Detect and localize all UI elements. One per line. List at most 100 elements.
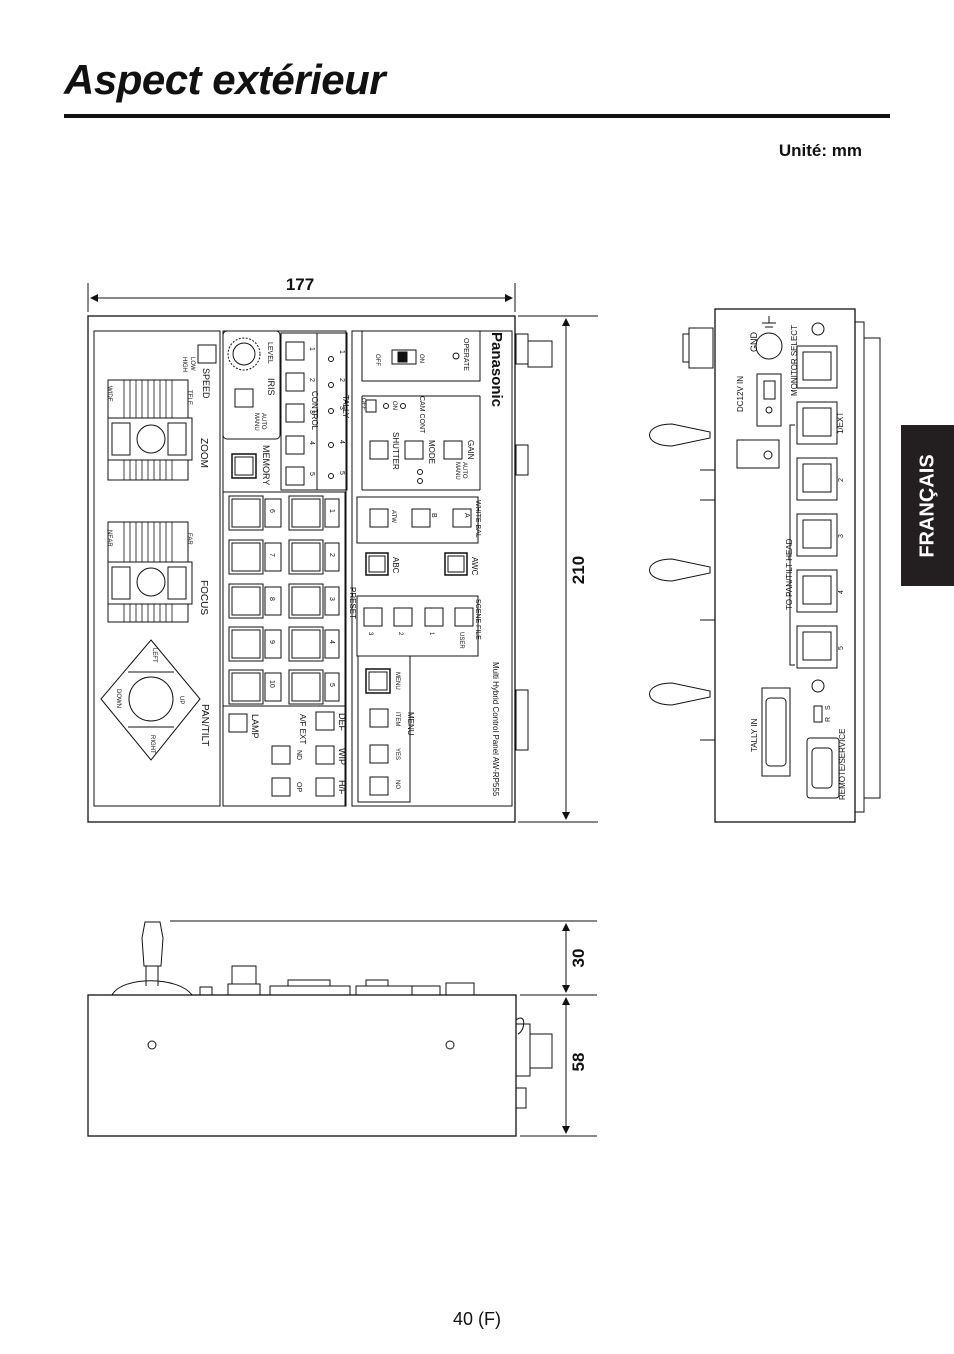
svg-text:OFF: OFF — [374, 354, 380, 366]
svg-text:H/F: H/F — [337, 780, 347, 795]
svg-text:A: A — [463, 513, 470, 518]
dimension-joystick-label: 30 — [569, 949, 588, 968]
dimension-width-label: 177 — [286, 275, 314, 294]
svg-text:ND: ND — [295, 750, 302, 760]
svg-text:ATW: ATW — [390, 510, 396, 523]
svg-text:ZOOM: ZOOM — [198, 438, 209, 468]
svg-text:SCENE FILE: SCENE FILE — [474, 599, 481, 640]
svg-text:OPERATE: OPERATE — [462, 338, 469, 371]
svg-text:6: 6 — [268, 509, 275, 513]
dimension-depth-label: 210 — [569, 556, 588, 584]
svg-text:4: 4 — [308, 441, 315, 445]
svg-text:MENU: MENU — [406, 712, 415, 736]
svg-text:1: 1 — [308, 347, 315, 351]
svg-text:LOW: LOW — [189, 357, 195, 371]
svg-text:9: 9 — [268, 640, 275, 644]
svg-text:SPEED: SPEED — [201, 368, 211, 399]
svg-text:1/EXT: 1/EXT — [836, 412, 845, 434]
svg-text:LAMP: LAMP — [250, 714, 260, 739]
svg-text:NEAR: NEAR — [106, 530, 112, 547]
title-rule — [64, 114, 890, 118]
rj45-ports — [796, 345, 838, 669]
svg-text:MANU: MANU — [253, 413, 259, 431]
svg-text:Panasonic: Panasonic — [488, 332, 505, 407]
svg-text:OFF: OFF — [360, 398, 366, 410]
svg-text:MENU: MENU — [394, 672, 400, 690]
svg-text:A/F EXT: A/F EXT — [298, 714, 307, 744]
svg-text:FAR: FAR — [186, 533, 192, 545]
side-view — [87, 921, 553, 1137]
svg-text:5: 5 — [838, 646, 845, 650]
svg-text:LEFT: LEFT — [151, 648, 157, 663]
svg-text:DOWN: DOWN — [115, 689, 121, 708]
svg-text:ITEM: ITEM — [394, 712, 400, 726]
svg-text:LEVEL: LEVEL — [266, 342, 273, 364]
svg-text:NO: NO — [394, 780, 400, 789]
svg-text:REMOTE/SERVICE: REMOTE/SERVICE — [838, 729, 847, 800]
svg-text:GAIN: GAIN — [466, 440, 475, 460]
svg-text:GND: GND — [749, 332, 759, 353]
rear-view-labels: GND DC12V IN MONITOR SELECT TO PAN/TILT … — [736, 325, 847, 800]
svg-text:DC12V IN: DC12V IN — [736, 376, 745, 412]
svg-text:2: 2 — [838, 478, 845, 482]
svg-text:MEMORY: MEMORY — [261, 445, 271, 485]
svg-text:HIGH: HIGH — [181, 357, 187, 372]
svg-text:PAN/TILT: PAN/TILT — [199, 704, 210, 746]
top-view — [87, 315, 553, 823]
svg-text:10: 10 — [268, 680, 275, 688]
top-view-labels: Panasonic Multi Hybrid Control Panel AW-… — [106, 332, 505, 797]
svg-text:IRIS: IRIS — [266, 378, 276, 396]
svg-text:2: 2 — [397, 632, 403, 636]
dimension-body-label: 58 — [569, 1053, 588, 1072]
svg-text:3: 3 — [308, 410, 315, 414]
svg-text:TALLY: TALLY — [341, 395, 350, 419]
svg-text:TALLY IN: TALLY IN — [750, 718, 759, 752]
svg-text:YES: YES — [394, 748, 400, 760]
rear-view — [649, 308, 881, 823]
svg-text:TO PAN/TILT HEAD: TO PAN/TILT HEAD — [785, 538, 794, 610]
svg-text:2: 2 — [328, 553, 335, 557]
svg-text:2: 2 — [338, 378, 345, 382]
svg-text:PRESET: PRESET — [348, 587, 357, 619]
svg-text:MONITOR SELECT: MONITOR SELECT — [790, 325, 799, 396]
preset-buttons — [228, 495, 340, 705]
svg-text:R: R — [825, 717, 832, 722]
svg-text:3: 3 — [838, 534, 845, 538]
svg-text:8: 8 — [268, 597, 275, 601]
svg-text:B: B — [430, 513, 437, 518]
svg-text:5: 5 — [308, 472, 315, 476]
dimension-width — [87, 283, 516, 312]
svg-text:4: 4 — [328, 640, 335, 644]
svg-text:1: 1 — [328, 509, 335, 513]
svg-text:5: 5 — [338, 471, 345, 475]
svg-text:ON: ON — [418, 354, 424, 363]
svg-text:AWC: AWC — [470, 557, 479, 576]
svg-text:2: 2 — [308, 378, 315, 382]
svg-text:RIGHT: RIGHT — [149, 735, 155, 754]
svg-text:TELE: TELE — [186, 390, 192, 405]
svg-text:ABC: ABC — [391, 557, 400, 574]
svg-text:ON: ON — [391, 401, 397, 410]
svg-text:SHUTTER: SHUTTER — [391, 432, 400, 470]
svg-text:3: 3 — [367, 632, 373, 636]
svg-text:WIDE: WIDE — [106, 386, 112, 402]
svg-text:MODE: MODE — [427, 440, 436, 464]
dimension-depth — [518, 315, 598, 823]
svg-text:3: 3 — [338, 406, 345, 410]
svg-text:7: 7 — [268, 553, 275, 557]
dimension-height — [170, 920, 597, 1137]
svg-text:4: 4 — [338, 440, 345, 444]
svg-text:CONTROL: CONTROL — [310, 391, 319, 431]
svg-text:USER: USER — [458, 632, 464, 649]
svg-text:Multi Hybrid Control Panel AW-: Multi Hybrid Control Panel AW-RP555 — [491, 662, 500, 797]
svg-text:DEF: DEF — [337, 713, 347, 732]
language-tab: FRANÇAIS — [901, 425, 954, 586]
svg-text:AUTO: AUTO — [260, 413, 266, 430]
svg-text:S: S — [825, 705, 832, 710]
svg-text:WIP: WIP — [337, 748, 347, 765]
svg-text:WHITE BAL: WHITE BAL — [474, 500, 481, 538]
unit-label: Unité: mm — [778, 141, 862, 160]
svg-text:AUTO: AUTO — [461, 462, 467, 479]
page-number: 40 (F) — [452, 1309, 501, 1329]
